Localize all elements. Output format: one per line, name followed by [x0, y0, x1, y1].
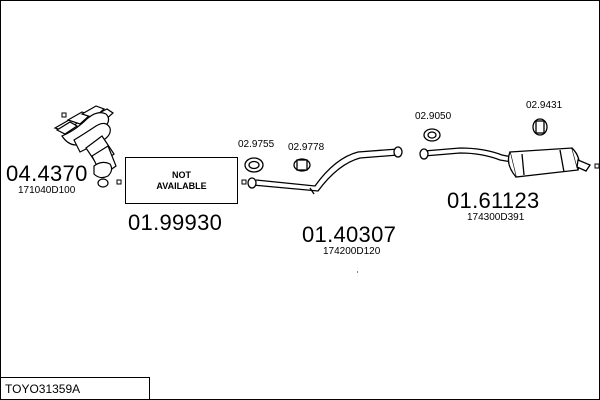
part-number-middle-pipe: 01.40307 — [302, 222, 397, 247]
oem-number-rear-muffler: 174300D391 — [467, 212, 525, 223]
part-number-front-pipe: 01.99930 — [128, 210, 223, 235]
vehicle-code-box: TOYO31359A — [0, 377, 150, 400]
fitting-number-4: 02.9431 — [526, 100, 563, 111]
oem-number-manifold: 171040D100 — [18, 185, 76, 196]
not-available-line1: NOT — [171, 169, 191, 180]
oem-number-middle-pipe: 174200D120 — [323, 246, 381, 257]
gasket-02-9050-drawing — [423, 128, 441, 142]
gasket-02-9778-drawing — [293, 158, 311, 172]
gasket-02-9755-drawing — [244, 157, 264, 173]
not-available-box: NOT AVAILABLE — [125, 157, 238, 204]
part-number-rear-muffler: 01.61123 — [447, 188, 540, 213]
middle-pipe-drawing — [247, 146, 403, 195]
not-available-line2: AVAILABLE — [156, 180, 207, 191]
vehicle-code: TOYO31359A — [5, 382, 81, 396]
bolt-markers — [61, 112, 600, 185]
part-number-manifold: 04.4370 — [6, 161, 88, 186]
hanger-02-9431-drawing — [532, 118, 548, 136]
fitting-number-3: 02.9050 — [415, 111, 452, 122]
fitting-number-1: 02.9755 — [238, 139, 275, 150]
rear-muffler-drawing — [419, 147, 591, 178]
fitting-number-2: 02.9778 — [288, 142, 325, 153]
exhaust-manifold-drawing — [53, 105, 117, 188]
